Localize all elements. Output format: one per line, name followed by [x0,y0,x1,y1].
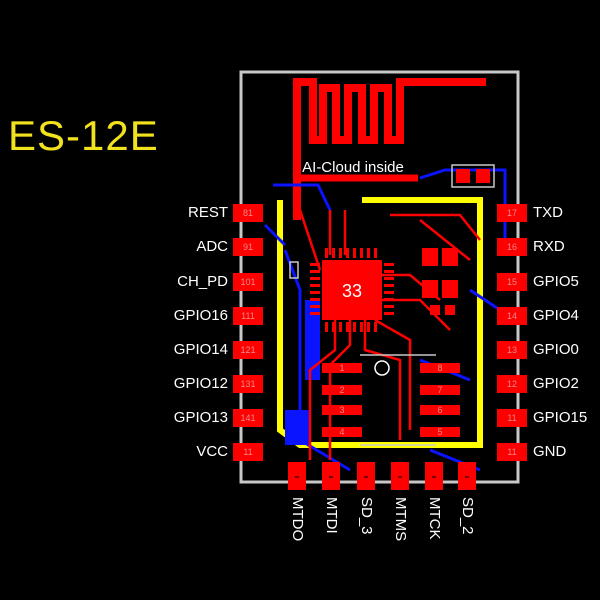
left-pad [233,443,263,461]
right-pad-number: 12 [507,379,517,389]
chip-label: 33 [342,281,362,301]
left-pad-number: 91 [243,242,253,252]
right-pin-label: GPIO4 [533,307,579,324]
top-traces [298,209,481,460]
flash-pad-number: 2 [339,385,344,395]
left-pin-label: VCC [196,443,228,460]
left-pin-label: GPIO16 [173,307,228,324]
right-pin-label: GPIO5 [533,273,579,290]
flash-pad-number: 4 [339,427,344,437]
right-pad-number: 16 [507,242,517,252]
left-pad [233,238,263,256]
right-pin-label: GPIO15 [533,409,588,426]
antenna-trace [293,78,486,220]
flash-pad-number: 7 [437,385,442,395]
right-pad [497,375,527,393]
left-pin-label: GPIO14 [173,341,228,358]
right-pad [497,409,527,427]
bottom-pin-label: SD_2 [459,497,476,535]
right-pad-number: 11 [507,413,516,423]
right-pin-label: GPIO0 [533,341,579,358]
flash-pad-number: 1 [339,363,344,373]
flash-pad-number: 5 [437,427,442,437]
bottom-pin-label: MTDI [323,497,340,534]
left-pin-label: GPIO12 [173,375,228,392]
right-pin-label: RXD [533,238,565,255]
bottom-pin-label: MTDO [289,497,306,542]
flash-pad [322,363,362,373]
right-pad-number: 11 [507,447,516,457]
right-pad [497,273,527,291]
module-title: ES-12E [8,112,159,159]
flash-pad [420,363,460,373]
left-pad-number: 111 [241,311,255,321]
flash-pad [322,427,362,437]
right-pin-label: TXD [533,204,563,221]
esp8266-chip [322,260,382,320]
left-pad-number: 141 [240,413,255,423]
bottom-pin-label: MTMS [392,497,409,542]
flash-pad-number: 3 [339,405,344,415]
right-pad-number: 13 [507,345,517,355]
left-pad [233,307,263,325]
right-pad [497,204,527,222]
bottom-pin-label: MTCK [426,497,443,540]
flash-pad [322,405,362,415]
left-pad [233,375,263,393]
left-pad-number: 81 [243,208,253,218]
left-pad [233,273,263,291]
left-pin-label: REST [187,204,228,221]
left-pad [233,409,263,427]
left-pad-number: 11 [243,447,252,457]
flash-pad-number: 8 [437,363,442,373]
right-pad [497,238,527,256]
right-pad-number: 15 [507,277,517,287]
left-pin-label: CH_PD [177,273,228,290]
flash-pad [420,405,460,415]
flash-pad [322,385,362,395]
flash-pad-number: 6 [437,405,442,415]
right-pad [497,341,527,359]
left-pad [233,204,263,222]
left-pin-label: GPIO13 [173,409,228,426]
right-pad-number: 14 [507,311,517,321]
left-pad-number: 101 [240,277,255,287]
right-pad-number: 17 [507,208,517,218]
silkscreen-text: AI-Cloud inside [302,159,404,176]
left-pad-number: 121 [240,345,255,355]
right-pad [497,443,527,461]
right-pin-label: GPIO2 [533,375,579,392]
flash-pad [420,427,460,437]
right-pin-label: GND [533,443,567,460]
bottom-pin-label: SD_3 [358,497,375,535]
left-pad-number: 131 [240,379,255,389]
left-pin-label: ADC [196,238,228,255]
right-pad [497,307,527,325]
flash-pad [420,385,460,395]
left-pad [233,341,263,359]
